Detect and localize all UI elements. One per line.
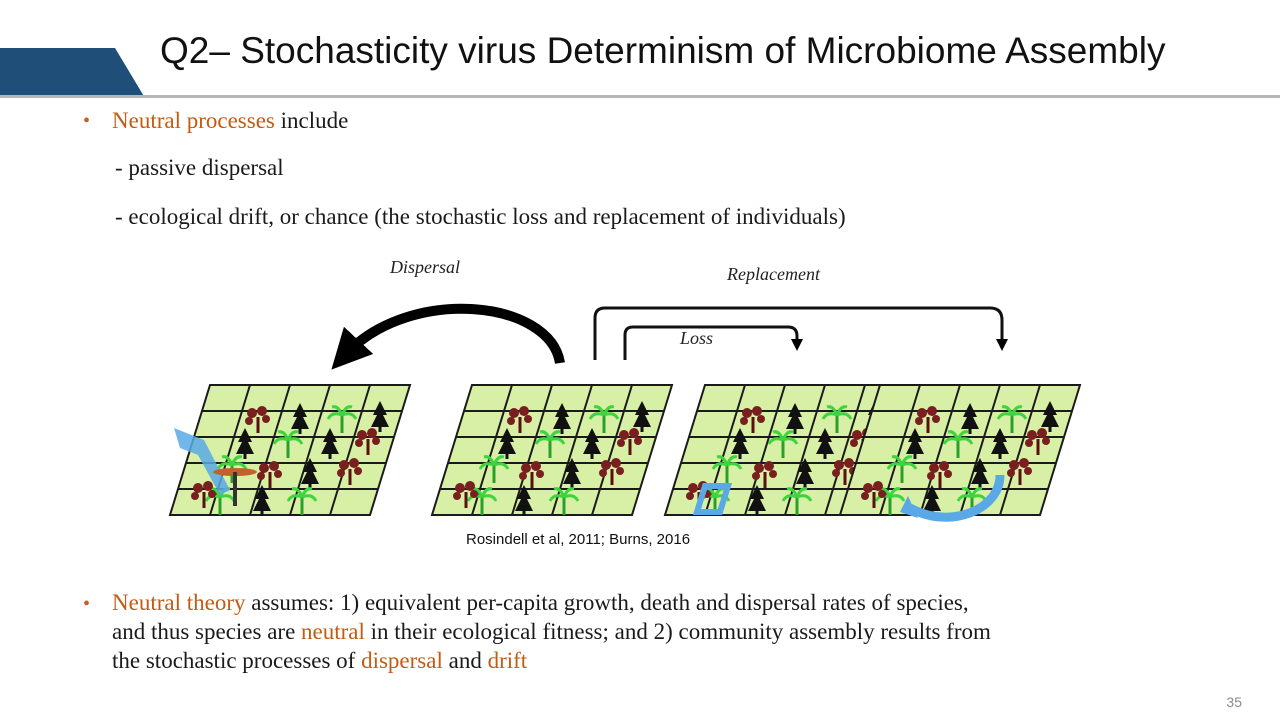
label-dispersal: Dispersal [390,257,461,277]
sub-item-ecological-drift: - ecological drift, or chance (the stoch… [115,204,846,229]
slide-title: Q2– Stochasticity virus Determinism of M… [160,30,1166,71]
neutral-process-figure [160,303,1100,522]
paragraph-line-2-pre: and thus species are [112,619,302,644]
bullet-icon: • [83,110,91,132]
paragraph-line-2-post: in their ecological fitness; and 2) comm… [364,619,991,644]
highlight-neutral-theory: Neutral theory [112,590,246,615]
paragraph-line-3-mid: and [442,648,488,673]
sub-item-passive-dispersal: - passive dispersal [115,155,284,180]
header-divider [0,95,1280,98]
page-number: 35 [1226,694,1242,710]
bullet-icon: • [83,593,91,615]
bullet1-text: include [274,108,349,133]
highlight-neutral: neutral [301,619,365,644]
neutral-theory-paragraph: Neutral theory assumes: 1) equivalent pe… [112,588,1162,675]
highlight-dispersal: dispersal [361,648,443,673]
highlight-drift: drift [487,648,528,673]
highlight-neutral-processes: Neutral processes [112,108,275,133]
header-accent-bar [0,48,145,98]
figure-citation: Rosindell et al, 2011; Burns, 2016 [466,531,691,548]
paragraph-line-3-pre: the stochastic processes of [112,648,362,673]
label-loss: Loss [680,328,714,348]
label-replacement: Replacement [727,264,820,284]
paragraph-line-1: assumes: 1) equivalent per-capita growth… [245,590,969,615]
